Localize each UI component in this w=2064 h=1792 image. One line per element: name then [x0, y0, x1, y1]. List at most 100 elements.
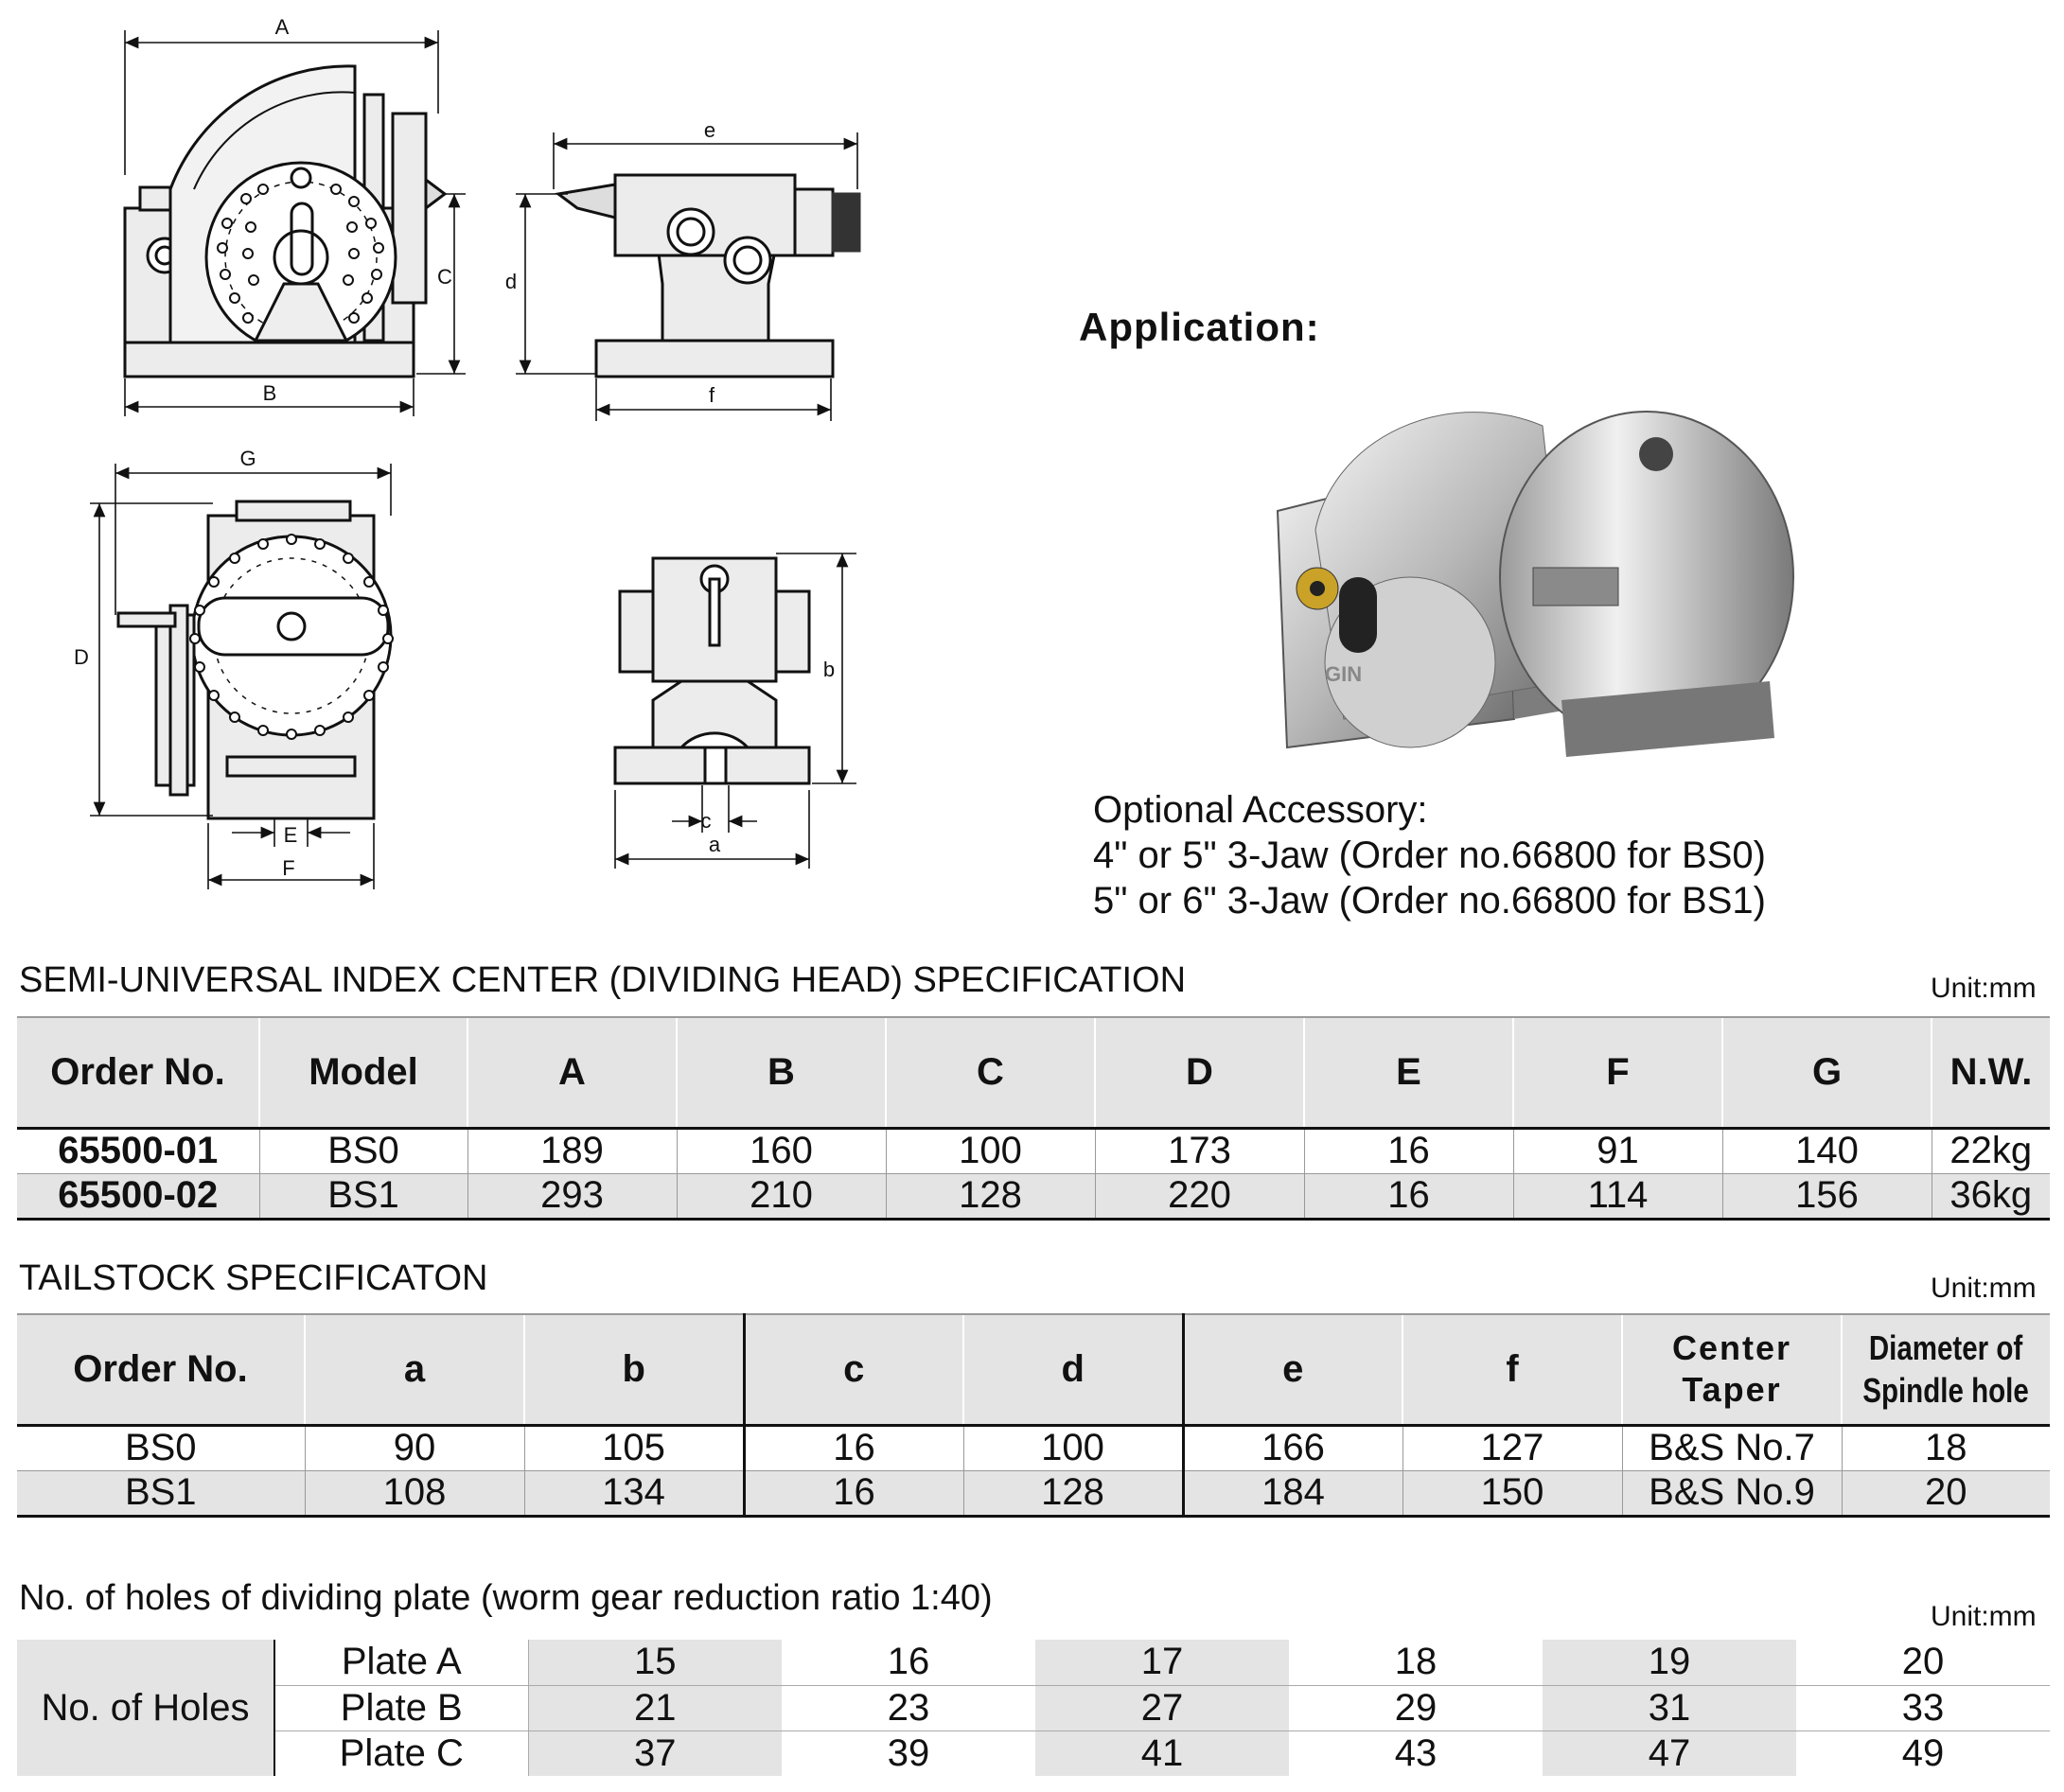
plate-name: Plate C: [274, 1731, 529, 1776]
cell: BS1: [258, 1173, 467, 1219]
cell: 21: [528, 1685, 782, 1731]
header-A: A: [467, 1016, 677, 1128]
index-center-table: Order No. Model A B C D E F G N.W. 65500…: [17, 1016, 2050, 1221]
cell: 114: [1512, 1173, 1722, 1219]
application-title: Application:: [1079, 305, 1320, 349]
dividing-head-photo: GIN: [1276, 411, 1794, 757]
cell: 39: [887, 1731, 930, 1774]
plate-name: Plate A: [274, 1640, 529, 1686]
tailstock-title: TAILSTOCK SPECIFICATON: [19, 1258, 488, 1298]
cell: 36kg: [1931, 1173, 2050, 1219]
table-row: BS0 90 105 16 100 166 127 B&S No.7 18: [17, 1425, 2050, 1470]
tailstock-side-view: [555, 173, 861, 378]
cell: 37: [528, 1731, 782, 1776]
header-a: a: [304, 1313, 524, 1425]
header-spindle-hole: Diameter of Spindle hole: [1841, 1313, 2050, 1425]
plate-holes-rear: [189, 534, 394, 740]
cell: 16: [1303, 1173, 1513, 1219]
cell: 20: [1841, 1470, 2050, 1516]
dim-label-e: e: [704, 118, 715, 142]
cell: 18: [1289, 1640, 1543, 1686]
cell: 128: [962, 1470, 1183, 1516]
dividing-plate-title: No. of holes of dividing plate (worm gea…: [19, 1578, 993, 1618]
cell: BS0: [124, 1427, 197, 1468]
table-row: 65500-01 BS0 189 160 100 173 16 91 140 2…: [17, 1128, 2050, 1173]
header-f: f: [1402, 1313, 1622, 1425]
dim-label-D: D: [74, 645, 89, 669]
cell: 90: [304, 1425, 524, 1470]
cell: 23: [782, 1685, 1035, 1731]
tailstock-unit: Unit:mm: [1931, 1273, 2037, 1304]
cell: 16: [782, 1640, 1035, 1686]
cell: 91: [1512, 1128, 1722, 1173]
table-row: Plate B 21 23 27 29 31 33: [17, 1685, 2050, 1731]
cell: 65500-02: [17, 1173, 259, 1219]
header-F: F: [1512, 1016, 1722, 1128]
row-label-no-of-holes: No. of Holes: [17, 1640, 275, 1776]
dim-label-a: a: [709, 833, 721, 856]
cell: 18: [1841, 1425, 2050, 1470]
dim-label-B: B: [263, 381, 277, 405]
cell: 47: [1543, 1731, 1796, 1776]
cell: 19: [1543, 1640, 1796, 1686]
header-center-taper: Center Taper: [1621, 1313, 1842, 1425]
accessory-line-2: 5" or 6" 3-Jaw (Order no.66800 for BS1): [1093, 880, 1766, 922]
cell: 293: [467, 1173, 677, 1219]
cell: 33: [1796, 1685, 2050, 1731]
header-B: B: [676, 1016, 886, 1128]
dividing-plate-unit: Unit:mm: [1931, 1601, 2037, 1632]
dividing-plate-table: No. of Holes Plate A 15 16 17 18 19 20 P…: [17, 1640, 2050, 1776]
cell: 189: [467, 1128, 677, 1173]
cell: BS1: [17, 1470, 305, 1516]
dim-label-G: G: [239, 447, 256, 470]
dim-label-f: f: [709, 383, 715, 407]
dim-label-F: F: [282, 856, 294, 880]
cell: 160: [676, 1128, 886, 1173]
table-row: BS1 108 134 16 128 184 150 B&S No.9 20: [17, 1470, 2050, 1516]
dim-label-A: A: [275, 15, 290, 39]
cell: 166: [1181, 1425, 1402, 1470]
header-b: b: [523, 1313, 744, 1425]
cell: 105: [523, 1425, 744, 1470]
cell: 127: [1402, 1425, 1622, 1470]
accessory-title: Optional Accessory:: [1093, 789, 1428, 831]
photo-logo: GIN: [1325, 662, 1362, 686]
cell: 16: [1303, 1128, 1513, 1173]
header-d: d: [962, 1313, 1183, 1425]
header-spindle-line-1: Diameter of: [1869, 1328, 2023, 1368]
accessory-line-1: 4" or 5" 3-Jaw (Order no.66800 for BS0): [1093, 835, 1766, 876]
cell: 43: [1394, 1731, 1438, 1774]
cell: 150: [1402, 1470, 1622, 1516]
header-D: D: [1094, 1016, 1304, 1128]
header-center-taper-line-2: Taper: [1682, 1370, 1782, 1410]
cell: 184: [1181, 1470, 1402, 1516]
tailstock-end-view: [613, 556, 811, 785]
header-center-taper-line-1: Center: [1671, 1328, 1792, 1368]
cell: 29: [1289, 1685, 1543, 1731]
header-C: C: [885, 1016, 1095, 1128]
cell: 22kg: [1931, 1128, 2050, 1173]
cell: 210: [676, 1173, 886, 1219]
header-spindle-line-2: Spindle hole: [1862, 1371, 2030, 1411]
header-order-no: Order No.: [17, 1016, 259, 1128]
cell: 156: [1721, 1173, 1932, 1219]
header-e: e: [1181, 1313, 1402, 1425]
plate-name: Plate B: [274, 1685, 529, 1731]
tailstock-table: Order No. a b c d e f Center Taper Diame…: [17, 1313, 2050, 1518]
table-row: 65500-02 BS1 293 210 128 220 16 114 156 …: [17, 1173, 2050, 1219]
dim-label-d: d: [505, 270, 517, 293]
plate-holes-front: [217, 184, 384, 324]
header-order-no: Order No.: [17, 1313, 305, 1425]
cell: 140: [1721, 1128, 1932, 1173]
cell: 31: [1543, 1685, 1796, 1731]
cell: 173: [1094, 1128, 1304, 1173]
dim-label-C: C: [437, 265, 452, 289]
cell: 17: [1035, 1640, 1289, 1686]
cell: 20: [1796, 1640, 2050, 1686]
cell: B&S No.7: [1621, 1425, 1842, 1470]
technical-drawings: A B C e d f G D E F b c a: [74, 15, 861, 889]
dividing-head-rear-view: [116, 500, 393, 820]
index-center-title: SEMI-UNIVERSAL INDEX CENTER (DIVIDING HE…: [19, 960, 1187, 1000]
header-E: E: [1303, 1016, 1513, 1128]
cell: 15: [528, 1640, 782, 1686]
